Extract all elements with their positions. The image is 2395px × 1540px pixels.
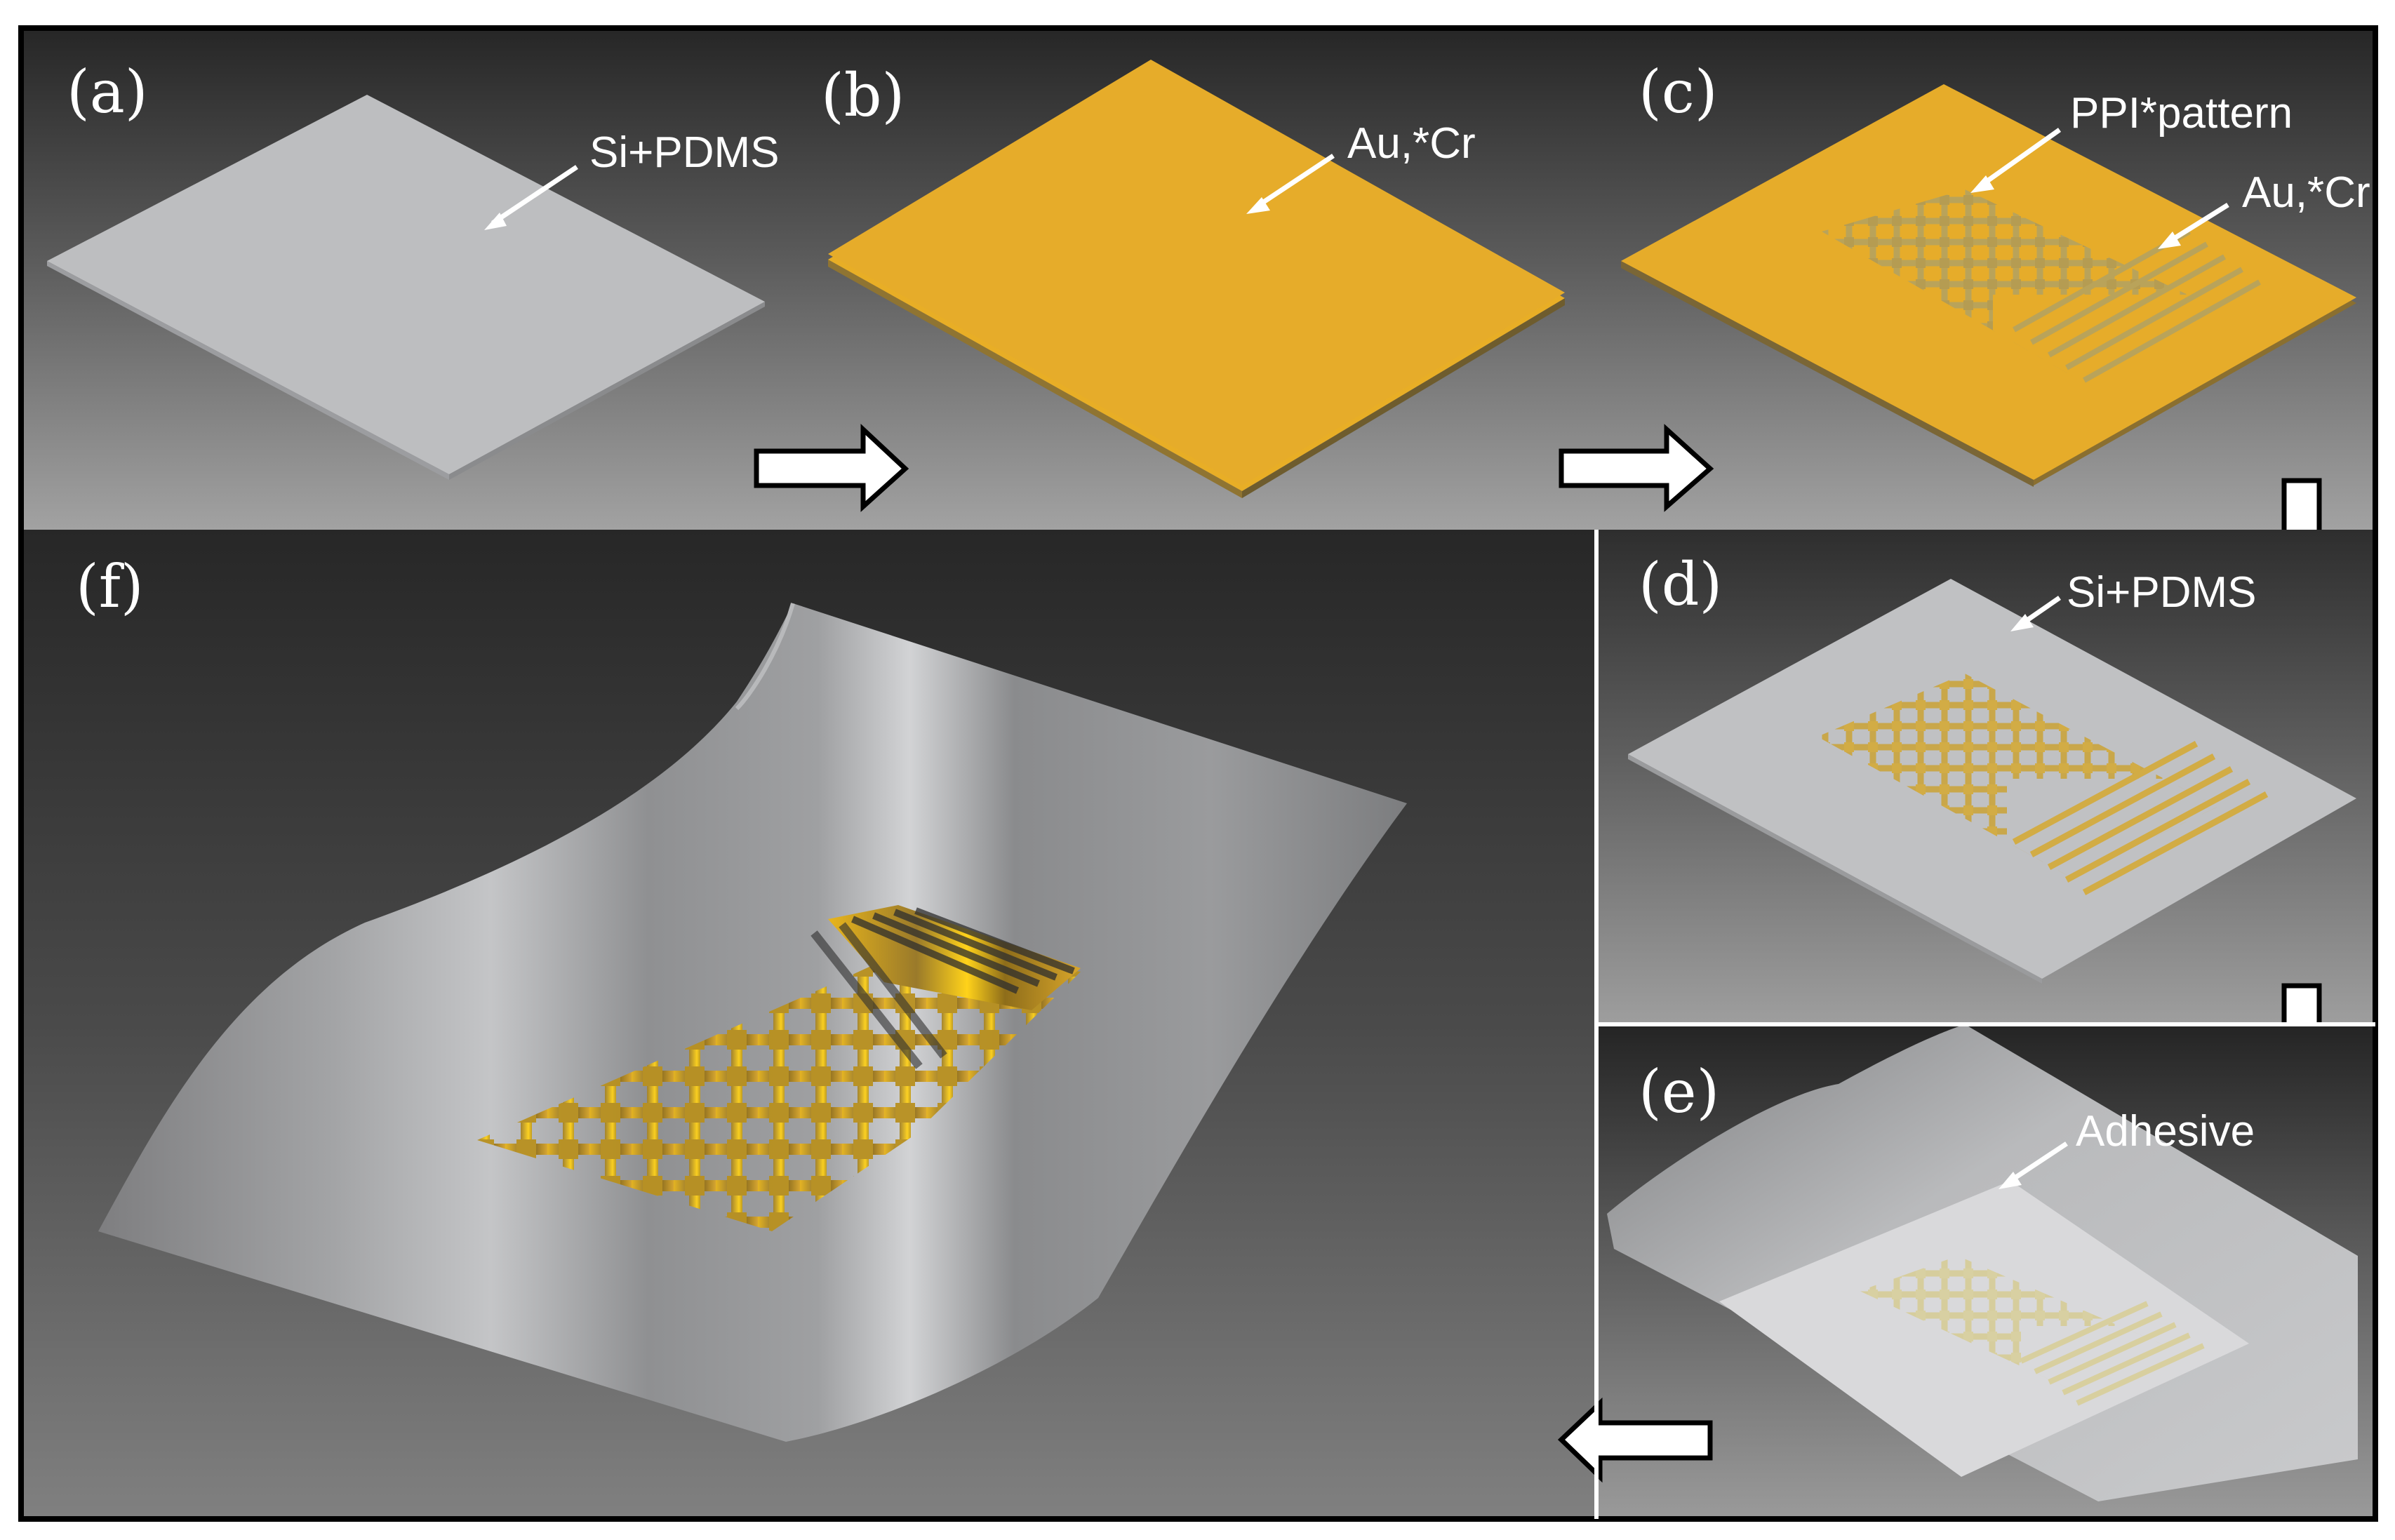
callout-arrow-c1 xyxy=(1978,128,2062,188)
panel-label-d: (d) xyxy=(1639,550,1722,619)
callout-label-c2: Au,*Cr xyxy=(2242,168,2370,217)
callout-arrow-head-a xyxy=(484,213,507,230)
panel-label-f: (f) xyxy=(76,552,144,621)
panel-e: (e) Adhesive xyxy=(1596,1024,2375,1519)
ppi-electrode-lines-c xyxy=(2013,229,2261,383)
right-arrow-icon xyxy=(1559,424,1714,512)
panel-d: (d) Si+PDMS xyxy=(1596,530,2375,1024)
panel-dividers xyxy=(18,25,2378,1522)
callout-arrow-b xyxy=(1255,154,1335,209)
stretched-pattern-f xyxy=(477,905,1081,1231)
callout-label-c1: PPI*pattern xyxy=(2070,89,2293,138)
panel-label-e: (e) xyxy=(1639,1057,1719,1126)
callout-arrow-a xyxy=(491,165,578,225)
callout-label-e: Adhesive xyxy=(2076,1107,2255,1156)
au-cr-layer-b xyxy=(828,60,1565,486)
panel-f: (f) xyxy=(21,530,1596,1519)
callout-label-d: Si+PDMS xyxy=(2067,568,2256,617)
si-pdms-substrate-a xyxy=(47,95,765,474)
electrode-lines-d xyxy=(2012,741,2269,895)
panel-b: (b) Au,*Cr xyxy=(821,60,1565,498)
callout-label-b: Au,*Cr xyxy=(1347,119,1476,168)
panel-label-c: (c) xyxy=(1639,58,1718,126)
panel-label-b: (b) xyxy=(821,61,905,130)
electrode-lines-e xyxy=(2020,1301,2205,1406)
panel-a: (a) Si+PDMS xyxy=(47,58,779,480)
callout-arrow-head-b xyxy=(1246,197,1270,214)
right-arrow-icon xyxy=(754,423,909,512)
callout-arrow-c2 xyxy=(2167,203,2229,244)
callout-arrow-e xyxy=(2007,1141,2068,1184)
panel-label-a: (a) xyxy=(67,58,148,126)
callout-label-a: Si+PDMS xyxy=(589,128,779,177)
panel-c: (c) PPI*pattern Au,*Cr xyxy=(1621,58,2370,487)
